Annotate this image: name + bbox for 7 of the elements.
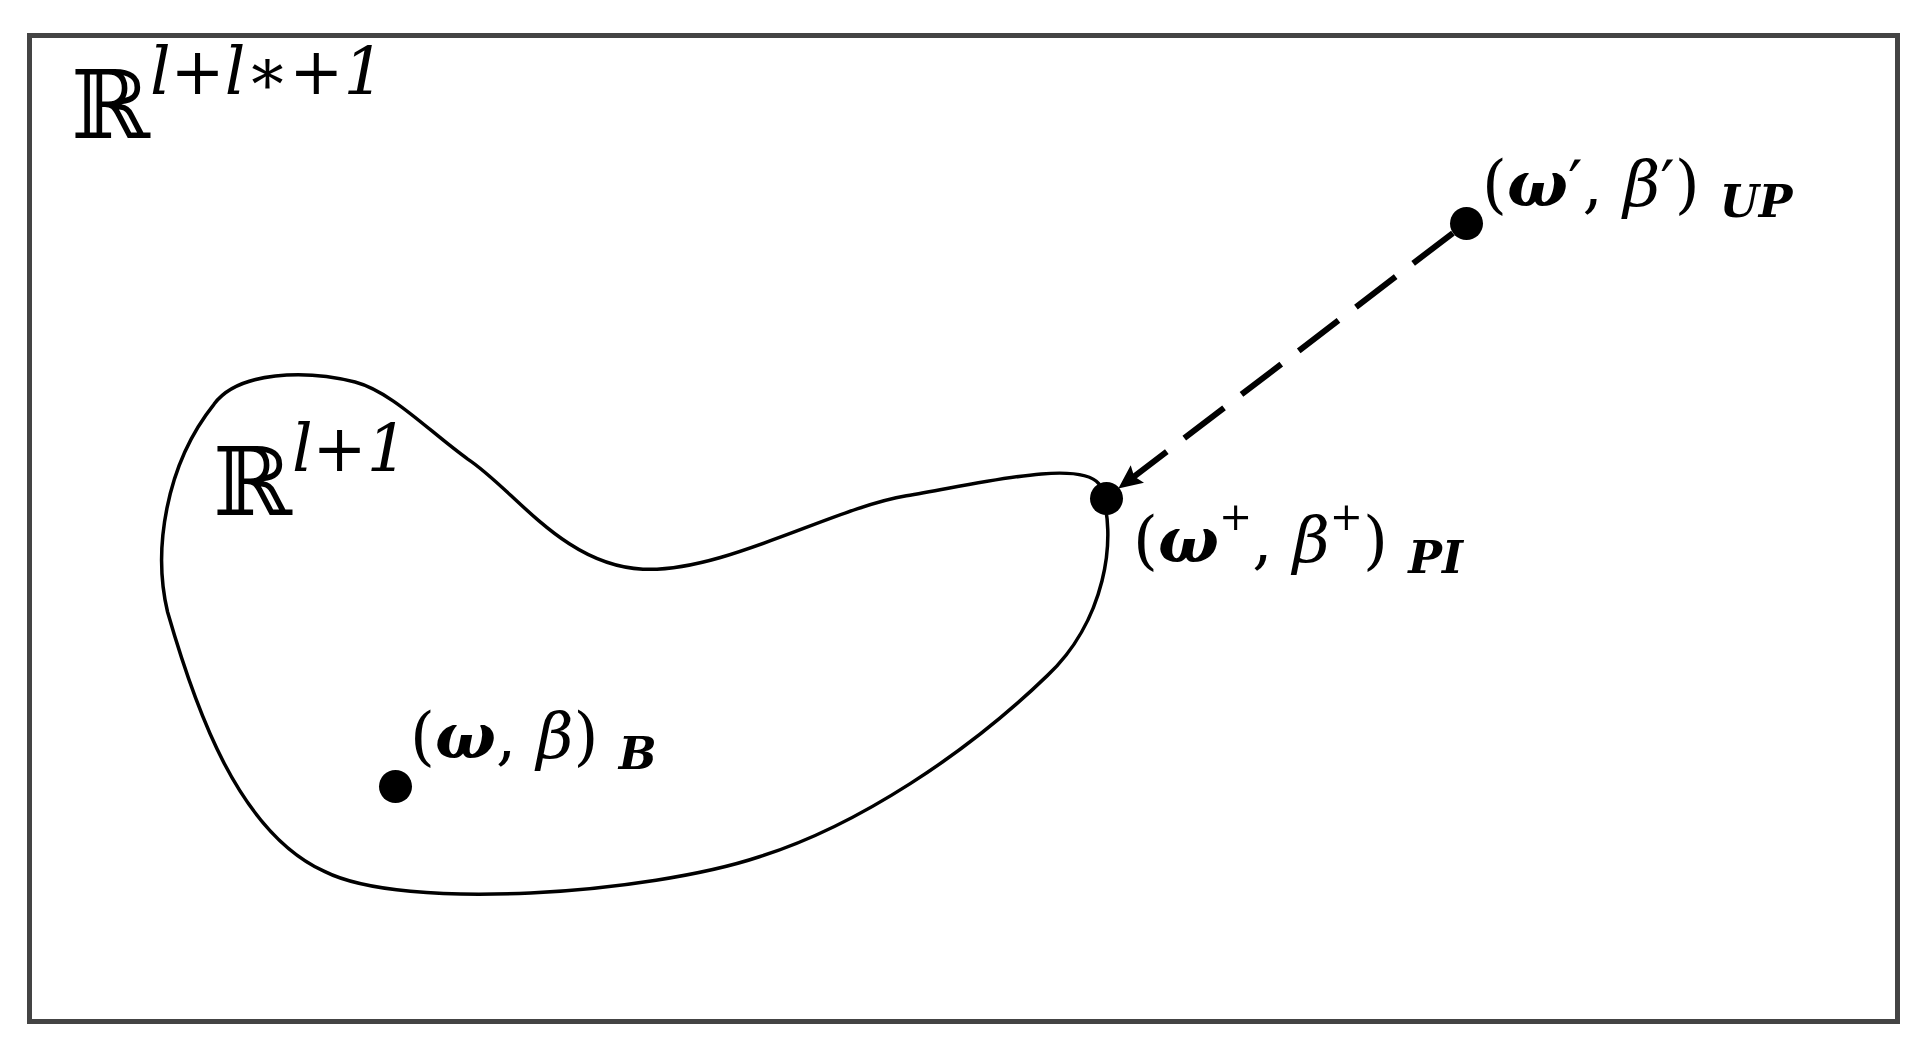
outer-set-frame xyxy=(27,33,1900,1024)
point-label: (ω′, β′)$_{UP}$ xyxy=(1482,145,1794,226)
space-label: ℝ$^{l+l∗+1}$ xyxy=(71,43,386,162)
space-label: ℝ$^{l+1}$ xyxy=(213,420,409,539)
dashed-arrow xyxy=(1117,230,1455,491)
point-label: (ω$^{+}$, β$^{+}$)$_{PI}$ xyxy=(1133,492,1465,582)
point-label: (ω, β)$_{B}$ xyxy=(410,697,658,778)
